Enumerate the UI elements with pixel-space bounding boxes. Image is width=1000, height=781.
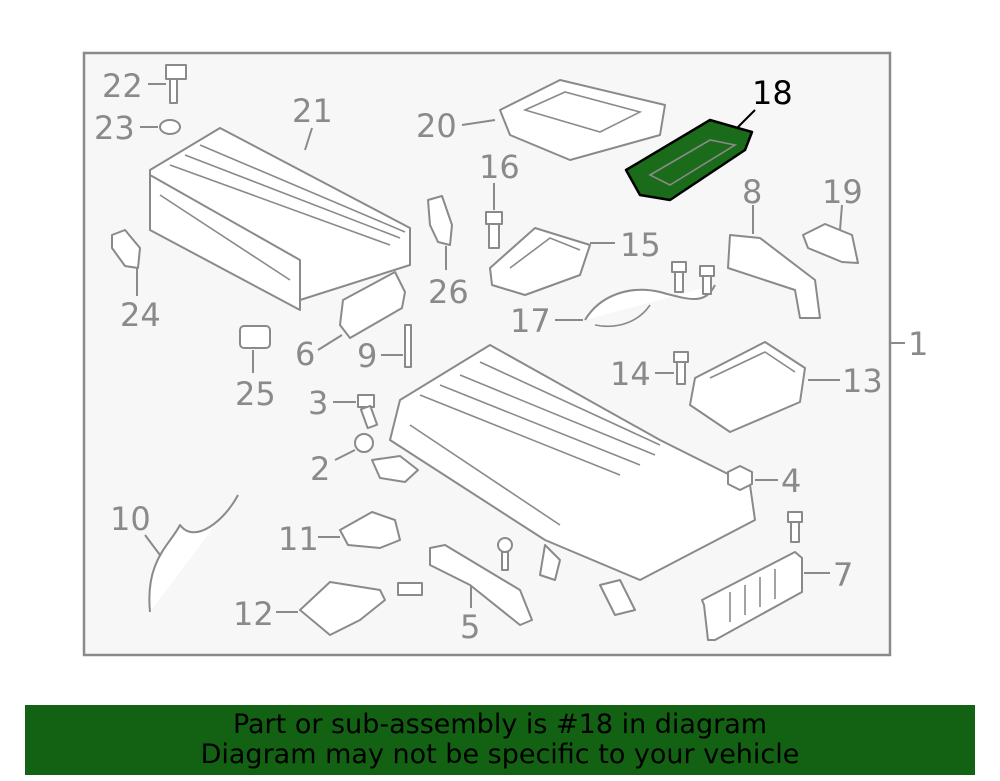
part-15: 15 bbox=[489, 226, 661, 296]
part-19: 19 bbox=[802, 173, 863, 264]
callout-23: 23 bbox=[94, 109, 135, 147]
part-6: 6 bbox=[295, 271, 406, 373]
callout-7: 7 bbox=[833, 556, 853, 594]
part-22: 22 bbox=[102, 64, 187, 105]
callout-21: 21 bbox=[292, 92, 333, 130]
part-14: 14 bbox=[610, 351, 689, 393]
callout-14: 14 bbox=[610, 355, 651, 393]
callout-5: 5 bbox=[460, 608, 480, 646]
callout-10: 10 bbox=[110, 500, 151, 538]
part-11: 11 bbox=[278, 511, 401, 558]
part-17: 17 bbox=[510, 284, 716, 340]
part-23: 23 bbox=[94, 109, 181, 147]
bolt bbox=[787, 511, 803, 523]
banner-line-1: Part or sub-assembly is #18 in diagram bbox=[232, 709, 768, 740]
battery-base bbox=[389, 344, 756, 616]
callout-22: 22 bbox=[102, 67, 143, 105]
part-25: 25 bbox=[235, 325, 276, 413]
callout-16: 16 bbox=[479, 148, 520, 186]
callout-20: 20 bbox=[416, 107, 457, 145]
part-12: 12 bbox=[233, 581, 386, 636]
callout-8: 8 bbox=[742, 173, 762, 211]
callout-17: 17 bbox=[510, 302, 551, 340]
part-10: 10 bbox=[110, 494, 239, 613]
bolt-shaft bbox=[790, 521, 800, 543]
callout-15: 15 bbox=[620, 226, 661, 264]
part-21: 21 bbox=[149, 92, 411, 311]
callout-24: 24 bbox=[120, 296, 161, 334]
part-2: 2 bbox=[310, 433, 419, 488]
part-3: 3 bbox=[308, 384, 379, 430]
part-18-shape bbox=[624, 118, 754, 202]
part-8: 8 bbox=[727, 173, 821, 319]
bolt-side bbox=[397, 582, 423, 596]
callout-12: 12 bbox=[233, 595, 274, 633]
part-24: 24 bbox=[111, 229, 161, 334]
callout-13: 13 bbox=[842, 362, 883, 400]
callout-9: 9 bbox=[357, 337, 377, 375]
callout-2: 2 bbox=[310, 450, 330, 488]
part-16: 16 bbox=[479, 148, 520, 249]
part-13: 13 bbox=[689, 341, 883, 433]
part-18: 18 bbox=[624, 74, 793, 202]
banner-line-2: Diagram may not be specific to your vehi… bbox=[200, 739, 800, 770]
callout-25: 25 bbox=[235, 375, 276, 413]
clip-stem bbox=[501, 551, 509, 571]
callout-6: 6 bbox=[295, 335, 315, 373]
part-20: 20 bbox=[416, 79, 666, 161]
callout-3: 3 bbox=[308, 384, 328, 422]
callout-11: 11 bbox=[278, 520, 319, 558]
clip bbox=[497, 537, 513, 553]
callout-1: 1 bbox=[908, 325, 928, 363]
part-5: 5 bbox=[429, 544, 533, 646]
part-9: 9 bbox=[357, 324, 412, 375]
callout-18: 18 bbox=[752, 74, 793, 112]
part-7: 7 bbox=[701, 551, 853, 641]
callout-19: 19 bbox=[822, 173, 863, 211]
info-banner: Part or sub-assembly is #18 in diagram D… bbox=[25, 705, 975, 775]
part-26: 26 bbox=[427, 195, 469, 311]
bolt-pair bbox=[671, 261, 715, 295]
callout-26: 26 bbox=[428, 273, 469, 311]
part-4: 4 bbox=[727, 462, 801, 500]
parts-diagram: 1 22 23 21 20 18 bbox=[82, 51, 928, 657]
callout-4: 4 bbox=[781, 462, 801, 500]
